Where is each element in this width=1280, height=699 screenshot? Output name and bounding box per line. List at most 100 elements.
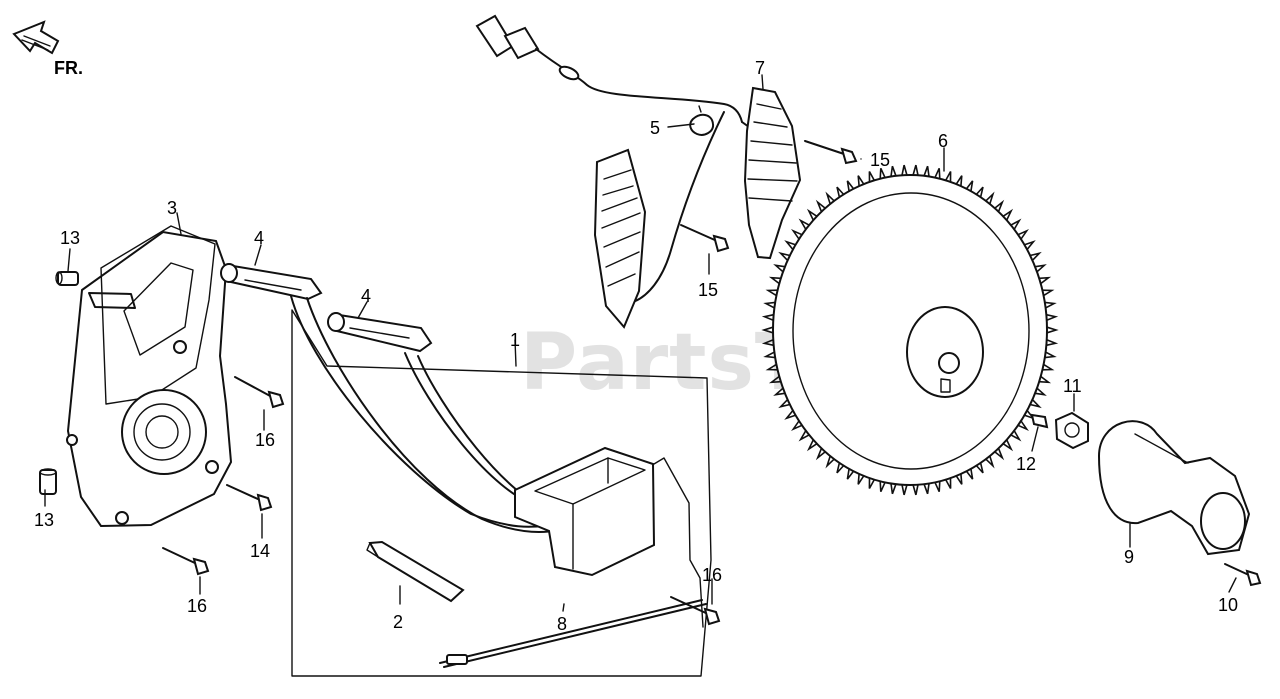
flywheel-tooth (912, 484, 919, 496)
flywheel-tooth (994, 199, 1005, 212)
flywheel-tooth (784, 409, 796, 420)
flywheel-tooth (778, 251, 791, 261)
bolt-14 (226, 484, 273, 512)
flywheel-tooth (857, 473, 865, 485)
stator-part-7-right (743, 86, 802, 260)
flywheel-tooth (791, 420, 803, 431)
flywheel-tooth (768, 276, 781, 285)
flywheel-tooth (868, 478, 876, 489)
callout-label-16-left: 16 (255, 430, 275, 450)
flywheel-tooth (975, 462, 984, 474)
flywheel-tooth (1034, 264, 1047, 273)
plate-part-2 (366, 540, 465, 603)
flywheel-tooth (773, 387, 786, 396)
bolt-15-bottom (680, 224, 730, 253)
callout-label-16-bottom: 16 (187, 596, 207, 616)
callout-label-8: 8 (557, 614, 567, 634)
flywheel-tooth (890, 165, 897, 177)
bolt-10 (1224, 563, 1262, 587)
flywheel-tooth (765, 289, 778, 297)
flywheel-tooth (1024, 240, 1036, 251)
flywheel-tooth (890, 483, 897, 495)
flywheel-tooth (791, 229, 803, 240)
callout-label-2: 2 (393, 612, 403, 632)
flywheel-tooth (934, 481, 941, 493)
bolt-16-upper-left (234, 376, 285, 409)
flywheel-tooth (815, 199, 826, 212)
flywheel-tooth (944, 171, 952, 182)
flywheel-tooth (798, 218, 810, 230)
callout-label-16-right: 16 (702, 565, 722, 585)
callout-label-14: 14 (250, 541, 270, 561)
flywheel-tooth (923, 165, 930, 177)
flywheel-tooth (763, 351, 776, 359)
flywheel-tooth (778, 399, 791, 409)
flywheel-tooth (955, 473, 963, 485)
flywheel-tooth (806, 208, 818, 221)
flywheel-tooth (1017, 420, 1029, 431)
callout-label-15-top: 15 (870, 150, 890, 170)
flywheel-tooth (857, 175, 865, 187)
flywheel-tooth (975, 186, 984, 198)
flywheel-tooth (768, 375, 781, 384)
flywheel-tooth (923, 483, 930, 495)
arrow-icon (12, 20, 60, 55)
flywheel-tooth (985, 191, 995, 205)
callout-label-6: 6 (938, 131, 948, 151)
front-label: FR. (54, 58, 83, 78)
bolt-15-top (804, 140, 858, 165)
flywheel-tooth (761, 338, 774, 347)
cover-assembly (66, 225, 233, 528)
callout-label-13-top: 13 (60, 228, 80, 248)
callout-label-12: 12 (1016, 454, 1036, 474)
flywheel-tooth (836, 186, 845, 198)
flywheel-tooth (901, 164, 908, 176)
flywheel-tooth (879, 481, 886, 493)
flywheel-tooth (1029, 399, 1042, 409)
callout-label-1: 1 (510, 330, 520, 350)
flywheel-tooth (825, 191, 835, 205)
callout-label-4-right: 4 (361, 286, 371, 306)
flywheel-tooth (1029, 251, 1042, 261)
callout-label-11: 11 (1063, 376, 1082, 396)
flywheel-tooth (825, 455, 835, 469)
flywheel-tooth (1044, 301, 1057, 309)
flywheel-tooth (1010, 430, 1022, 442)
flywheel-tooth (761, 313, 774, 322)
flywheel-tooth (1039, 276, 1052, 285)
flywheel-tooth (912, 164, 919, 176)
assembly-box-part-1 (291, 309, 712, 677)
callout-label-9: 9 (1124, 547, 1134, 567)
flywheel-tooth (1042, 363, 1055, 371)
front-direction-indicator: FR. (12, 20, 83, 78)
flywheel-tooth (1039, 375, 1052, 384)
flywheel-tooth (1044, 351, 1057, 359)
flywheel-tooth (901, 484, 908, 496)
callout-label-7: 7 (755, 58, 765, 78)
callout-label-4-left: 4 (254, 228, 264, 248)
flywheel-part-6 (761, 164, 1059, 496)
flywheel-tooth (994, 448, 1005, 461)
callout-leaders (44, 74, 1237, 612)
pin-13-bottom (39, 468, 57, 495)
key-part-12 (1030, 413, 1049, 429)
flywheel-tooth (985, 455, 995, 469)
flywheel-tooth (1046, 326, 1059, 334)
callout-label-13-bottom: 13 (34, 510, 54, 530)
hub-part-9 (1097, 420, 1251, 556)
flywheel-tooth (836, 462, 845, 474)
pin-13-top (55, 271, 79, 286)
spark-plug-cap-left (220, 263, 323, 301)
callout-label-15-bottom: 15 (698, 280, 718, 300)
flywheel-tooth (1046, 338, 1059, 347)
flywheel-tooth (815, 448, 826, 461)
flywheel-tooth (965, 180, 974, 192)
flywheel-tooth (765, 363, 778, 371)
flywheel-tooth (1034, 387, 1047, 396)
flywheel-tooth (806, 439, 818, 452)
flywheel-tooth (846, 468, 855, 480)
flywheel-tooth (763, 301, 776, 309)
wire-clamp-part-5 (689, 105, 715, 136)
stator-part-7-left (593, 148, 647, 329)
